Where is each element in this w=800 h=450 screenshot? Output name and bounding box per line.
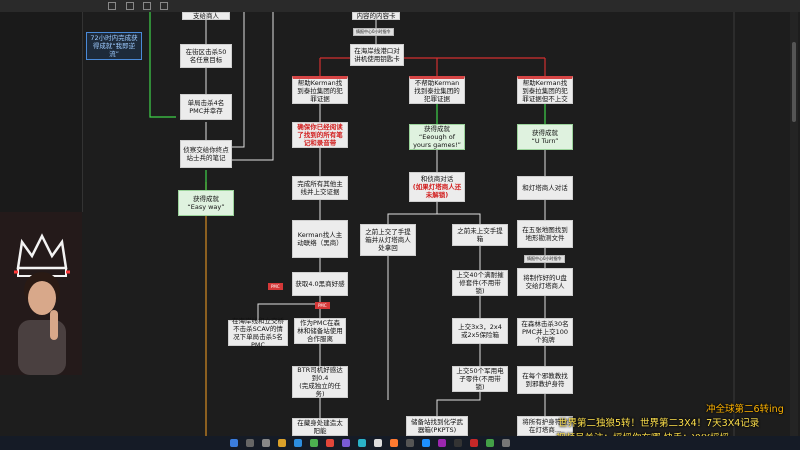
app-icon[interactable] bbox=[326, 439, 334, 447]
app-icon[interactable] bbox=[470, 439, 478, 447]
flow-box-top-center[interactable]: 内容的内容卡 bbox=[352, 12, 400, 20]
flow-box-deliver-note[interactable]: 侦察交给你终点站士兵的笔记 bbox=[180, 140, 232, 168]
windows-taskbar bbox=[0, 436, 800, 450]
tool-icon[interactable] bbox=[126, 2, 134, 10]
flow-box-talk-lighthouse[interactable]: 和灯塔商人对话 bbox=[517, 176, 573, 200]
flow-box-u-turn[interactable]: 获得成就 “U Turn” bbox=[517, 124, 573, 150]
app-icon[interactable] bbox=[358, 439, 366, 447]
app-icon[interactable] bbox=[390, 439, 398, 447]
stream-overlay-line1: 冲全球第二6转ing bbox=[706, 404, 784, 415]
taskview-icon[interactable] bbox=[262, 439, 270, 447]
flow-box-storage-room[interactable]: 储备站找到化学武器箱(PKPTS) bbox=[406, 416, 468, 436]
app-icon[interactable] bbox=[454, 439, 462, 447]
flow-box-top-left[interactable]: 支给商人 bbox=[182, 12, 230, 20]
flow-box-find-church[interactable]: 在每个邪教教找到邪教护身符 bbox=[517, 366, 573, 394]
flow-box-find-map[interactable]: 在五张地图找到地形勘测文件 bbox=[517, 220, 573, 248]
flow-box-bottom-right[interactable]: 将所有护身符放在灯塔商... bbox=[517, 416, 573, 436]
stream-overlay-line2: 世界第二独狼5转！世界第二3X4！7天3X4记录 bbox=[558, 418, 760, 429]
app-icon[interactable] bbox=[342, 439, 350, 447]
app-icon[interactable] bbox=[438, 439, 446, 447]
app-icon[interactable] bbox=[406, 439, 414, 447]
crown-neon-sign bbox=[14, 233, 70, 277]
flow-box-kill-pmc[interactable]: 在街区击杀50名任意目标 bbox=[180, 44, 232, 68]
trader-hours-tag: 情报中心0小时指令 bbox=[353, 28, 394, 36]
flow-box-not-submit[interactable]: 之前未上交手提箱 bbox=[452, 224, 508, 246]
tool-icon[interactable] bbox=[160, 2, 168, 10]
flow-box-help-kerman-a[interactable]: 帮助Kerman找到泰拉集团的犯罪证据 bbox=[292, 76, 348, 104]
flow-box-submit-40[interactable]: 上交40个满耐摧修套件(不用带锁) bbox=[452, 270, 508, 296]
flow-box-pmc-forest[interactable]: 作为PMC在森林和储备站使用合作服离 bbox=[294, 318, 346, 344]
pmc-tag: PMC bbox=[268, 283, 283, 290]
tool-icon[interactable] bbox=[108, 2, 116, 10]
app-icon[interactable] bbox=[310, 439, 318, 447]
tool-icon[interactable] bbox=[143, 2, 151, 10]
flow-box-btr-rep[interactable]: BTR司机好感达到0.4 (完成独立的任务) bbox=[292, 366, 348, 398]
flowchart-canvas[interactable]: 72小时内完成获得成就“我即逆流” 支给商人 内容的内容卡 情报中心0小时指令 … bbox=[0, 0, 800, 436]
flow-box-single-kill[interactable]: 单局击杀4名PMC并幸存 bbox=[180, 94, 232, 120]
flow-box-talk-trader[interactable]: 和侦商对话 (如果灯塔商人还未解锁) bbox=[409, 172, 465, 202]
flow-box-complete-main[interactable]: 完成所有其他主线并上交证据 bbox=[292, 176, 348, 200]
flow-box-make-usb[interactable]: 将制作好的U盘交给灯塔商人 bbox=[517, 268, 573, 296]
app-icon[interactable] bbox=[422, 439, 430, 447]
flow-box-no-help[interactable]: 不帮助Kerman找到泰拉集团的犯罪证据 bbox=[409, 76, 465, 104]
flow-box-enough-yours[interactable]: 获得成就 “Eeough of yours games!” bbox=[409, 124, 465, 150]
deadline-note: 72小时内完成获得成就“我即逆流” bbox=[86, 32, 142, 60]
flow-connectors bbox=[149, 12, 735, 436]
folder-icon[interactable] bbox=[278, 439, 286, 447]
flow-box-harbor[interactable]: 在海岸线港口对讲机使用钥匙卡 bbox=[350, 44, 404, 66]
flow-box-harbor-kill[interactable]: 在海岸线和立交桥不击杀SCAV的情况下单局击杀5名PMC bbox=[228, 317, 288, 349]
flow-box-hide-at[interactable]: 在藏身处建造太阳能 bbox=[292, 418, 348, 436]
pmc-tag-2: PMC bbox=[315, 302, 330, 309]
flow-box-confirm[interactable]: 确保你已经阅读了找到的所有笔记和录音带 bbox=[292, 122, 348, 148]
flow-box-help-kerman-b[interactable]: 帮助Kerman找到泰拉集团的犯罪证据但不上交 bbox=[517, 76, 573, 104]
app-icon[interactable] bbox=[502, 439, 510, 447]
flow-box-easy-way[interactable]: 获得成就 “Easy way” bbox=[178, 190, 234, 216]
flow-box-kerman-mod[interactable]: Kerman找人主动联络（黑商） bbox=[292, 220, 348, 258]
browser-icon[interactable] bbox=[294, 439, 302, 447]
flow-box-submit-50[interactable]: 上交50个军用电子零件(不用带锁) bbox=[452, 366, 508, 392]
flow-box-submit-3x3[interactable]: 上交3x3，2x4或2x5保险箱 bbox=[452, 318, 508, 344]
window-top-bar bbox=[0, 0, 800, 12]
flow-box-obtain-rep[interactable]: 获取4.0黑商好感 bbox=[292, 272, 348, 296]
talk-trader-text: 和侦商对话 bbox=[420, 175, 454, 183]
left-panel bbox=[0, 12, 83, 212]
streamer-avatar bbox=[18, 272, 66, 375]
talk-trader-warning: (如果灯塔商人还未解锁) bbox=[412, 183, 462, 199]
app-icon[interactable] bbox=[486, 439, 494, 447]
vertical-scrollbar[interactable] bbox=[790, 12, 798, 436]
confirm-warning-text: 确保你已经阅读了找到的所有笔记和录音带 bbox=[297, 123, 343, 147]
scrollbar-thumb[interactable] bbox=[792, 42, 796, 122]
app-icon[interactable] bbox=[374, 439, 382, 447]
flow-box-before-submit[interactable]: 之前上交了手提箱并从灯塔商人处拿回 bbox=[360, 224, 416, 256]
search-icon[interactable] bbox=[246, 439, 254, 447]
trader-hours-tag-2: 情报中心0小时指令 bbox=[524, 255, 565, 263]
webcam-feed bbox=[0, 212, 82, 375]
start-icon[interactable] bbox=[230, 439, 238, 447]
flow-box-forest-kill[interactable]: 在森林击杀30名PMC并上交100个狗牌 bbox=[517, 318, 573, 346]
